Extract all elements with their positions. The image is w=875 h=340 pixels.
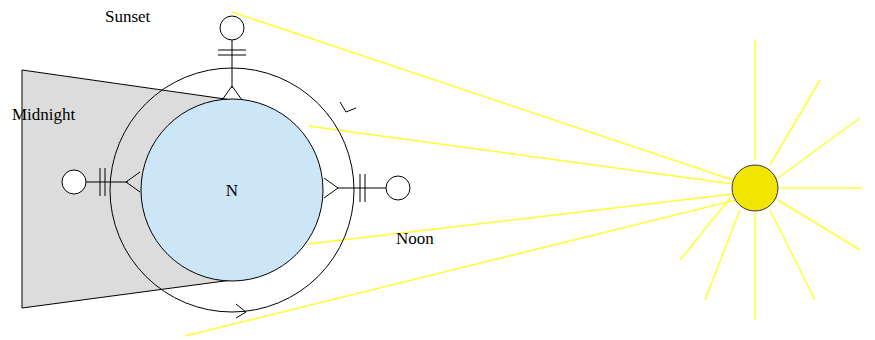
person-sunset: [218, 16, 246, 100]
time-label: Midnight: [12, 106, 75, 123]
sun: [732, 165, 778, 211]
person-midnight: [62, 168, 140, 196]
earth-circle: N: [140, 98, 324, 282]
pole-label: N: [226, 182, 238, 199]
time-label: Noon: [396, 230, 434, 247]
rotation-circle: [110, 68, 354, 312]
rotation-arrow: [236, 304, 246, 318]
person-noon: [324, 174, 410, 202]
rotation-arrow: [340, 102, 356, 112]
time-label: Sunset: [105, 8, 150, 25]
